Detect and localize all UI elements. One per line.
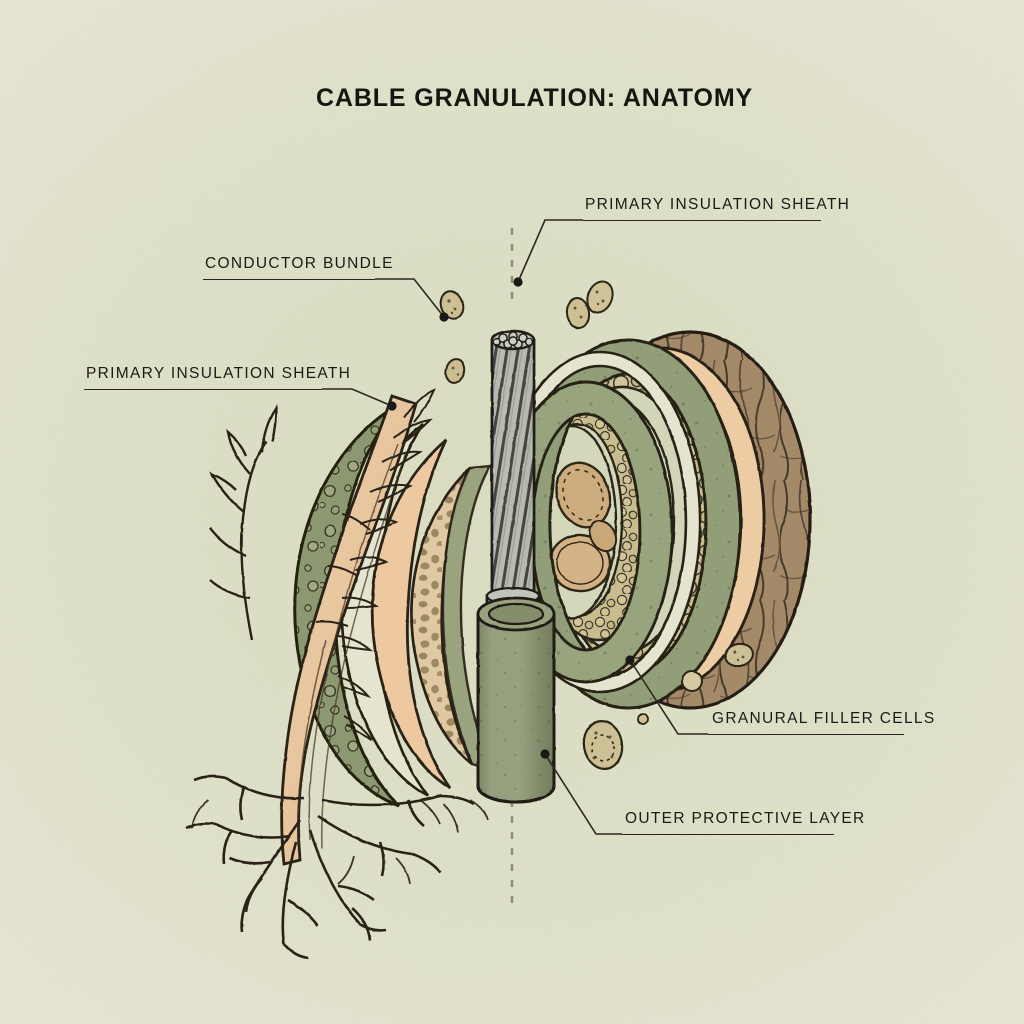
label-outer-protective-layer: OUTER PROTECTIVE LAYER [625,810,866,827]
underline-primary-insulation-sheath-left [84,389,322,390]
underline-outer-protective-layer [622,834,834,835]
label-primary-insulation-sheath-top: PRIMARY INSULATION SHEATH [585,196,851,213]
label-conductor-bundle: CONDUCTOR BUNDLE [205,255,394,272]
underline-primary-insulation-sheath-top [583,220,821,221]
underline-granural-filler-cells [708,734,904,735]
page-title: CABLE GRANULATION: ANATOMY [316,84,754,112]
underline-conductor-bundle [203,279,375,280]
label-primary-insulation-sheath-left: PRIMARY INSULATION SHEATH [86,365,352,382]
label-granural-filler-cells: GRANURAL FILLER CELLS [712,710,936,727]
